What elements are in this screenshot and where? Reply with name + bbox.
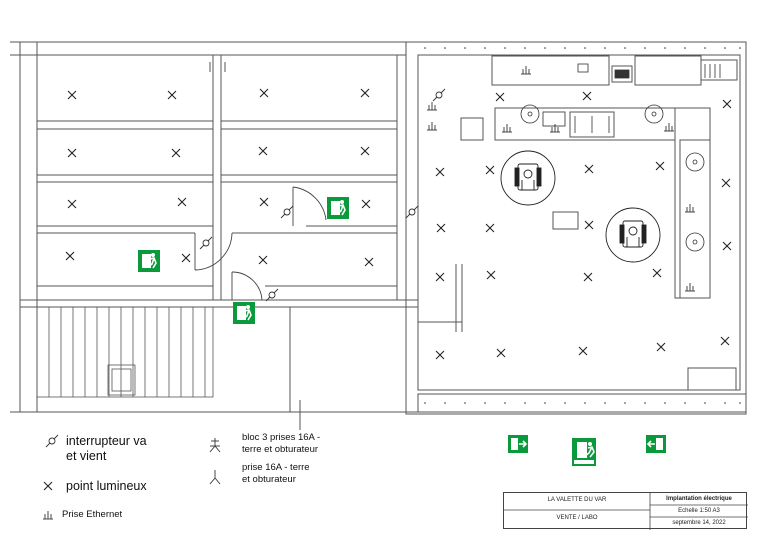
outlets xyxy=(426,65,696,292)
exit-door-left-icon xyxy=(646,435,666,453)
storage-racks xyxy=(36,306,214,398)
equipment xyxy=(520,63,721,252)
left-rooms xyxy=(10,41,418,430)
legend-bloc3-label: bloc 3 prises 16A - terre et obturateur xyxy=(242,432,321,455)
legend-light-label: point lumineux xyxy=(66,479,147,493)
title-scale: Echelle 1:50 A3 xyxy=(678,508,720,514)
title-block-grid xyxy=(504,493,748,530)
emergency-exit-running-man-icon xyxy=(572,438,596,466)
legend-prise16-label: prise 16A - terre et obturateur xyxy=(242,462,310,485)
title-block: LA VALETTE DU VAR VENTE / LABO Implantat… xyxy=(503,492,748,530)
wheelchair-space-1-icon xyxy=(500,150,556,206)
legend-switch-icon xyxy=(45,434,59,448)
legend-ethernet-label: Prise Ethernet xyxy=(62,509,123,520)
emergency-exit-sign-3-icon xyxy=(232,301,256,325)
legend-light-icon xyxy=(43,481,53,491)
wheelchair-space-2-icon xyxy=(605,207,661,263)
legend-ethernet-icon xyxy=(42,510,54,520)
title-date: septembre 14, 2022 xyxy=(672,520,726,526)
wall-dots xyxy=(424,47,741,404)
legend-bloc3-icon xyxy=(209,438,221,453)
legend-switch-label: interrupteur va et vient xyxy=(66,434,147,463)
sales-lab-room xyxy=(405,41,747,415)
exit-door-icon xyxy=(508,435,528,453)
title-location: LA VALETTE DU VAR xyxy=(547,497,607,503)
title-drawing: Implantation électrique xyxy=(666,496,732,502)
emergency-exit-sign-2-icon xyxy=(137,249,161,273)
title-subject: VENTE / LABO xyxy=(556,515,598,521)
doors xyxy=(194,186,327,301)
emergency-exit-sign-1-icon xyxy=(326,196,350,220)
legend-prise16-icon xyxy=(209,470,221,485)
